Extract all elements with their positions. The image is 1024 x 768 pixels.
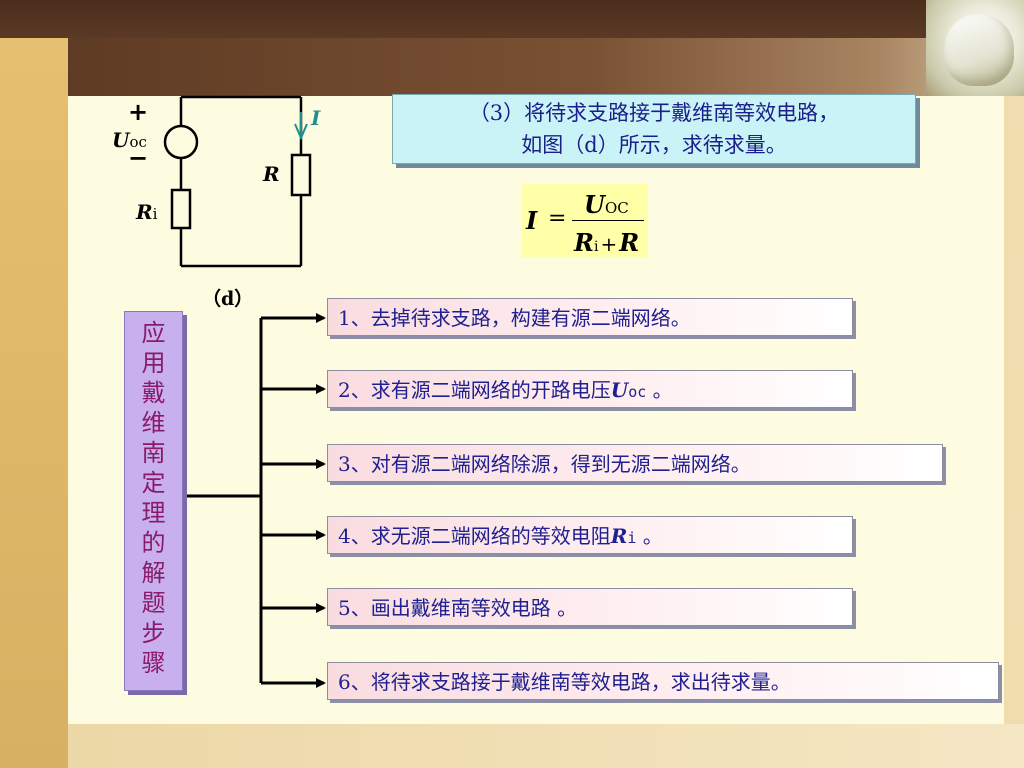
mouse-image [926, 0, 1024, 96]
mouse-icon [944, 14, 1014, 86]
formula-lhs: I [526, 206, 538, 235]
figure-caption: （d） [202, 288, 254, 310]
minus-sign: − [128, 144, 149, 172]
step-1-box: 1、去掉待求支路，构建有源二端网络。 [327, 298, 853, 336]
header-band [0, 0, 1024, 38]
ri-label: Ri [136, 200, 158, 224]
title-char: 维 [141, 409, 166, 437]
title-char: 的 [141, 529, 166, 557]
title-char: 应 [141, 319, 166, 347]
title-char: 用 [141, 349, 166, 377]
info-box: （3）将待求支路接于戴维南等效电路， 如图（d）所示，求待求量。 [392, 94, 916, 164]
info-line-2: 如图（d）所示，求待求量。 [521, 133, 787, 157]
fraction-bar [572, 220, 644, 221]
info-line-1: （3）将待求支路接于戴维南等效电路， [468, 101, 840, 125]
title-char: 南 [141, 439, 166, 467]
title-char: 戴 [141, 379, 166, 407]
step-4-box: 4、求无源二端网络的等效电阻Ri 。 [327, 516, 853, 554]
step-5-box: 5、画出戴维南等效电路 。 [327, 588, 853, 626]
formula-denominator: Ri+R [574, 228, 640, 257]
footer-band [68, 724, 1024, 768]
step-3-box: 3、对有源二端网络除源，得到无源二端网络。 [327, 444, 943, 482]
formula-equals: = [548, 206, 567, 231]
title-char: 解 [141, 559, 166, 587]
formula-numerator: UOC [584, 190, 629, 219]
current-label: I [311, 106, 321, 130]
step-6-box: 6、将待求支路接于戴维南等效电路，求出待求量。 [327, 662, 999, 700]
vertical-title: 应 用 戴 维 南 定 理 的 解 题 步 骤 [124, 311, 183, 691]
formula-box: I = UOC Ri+R [522, 184, 648, 258]
title-char: 步 [141, 619, 166, 647]
plus-sign: + [128, 98, 149, 126]
uoc-label: Uoc [112, 128, 147, 152]
step-2-box: 2、求有源二端网络的开路电压Uoc 。 [327, 370, 853, 408]
title-char: 题 [141, 589, 166, 617]
header-band-lower [68, 38, 1024, 96]
title-char: 理 [141, 499, 166, 527]
title-char: 定 [141, 469, 166, 497]
left-stripe [0, 38, 68, 768]
title-char: 骤 [141, 649, 166, 677]
r-label: R [263, 162, 280, 186]
